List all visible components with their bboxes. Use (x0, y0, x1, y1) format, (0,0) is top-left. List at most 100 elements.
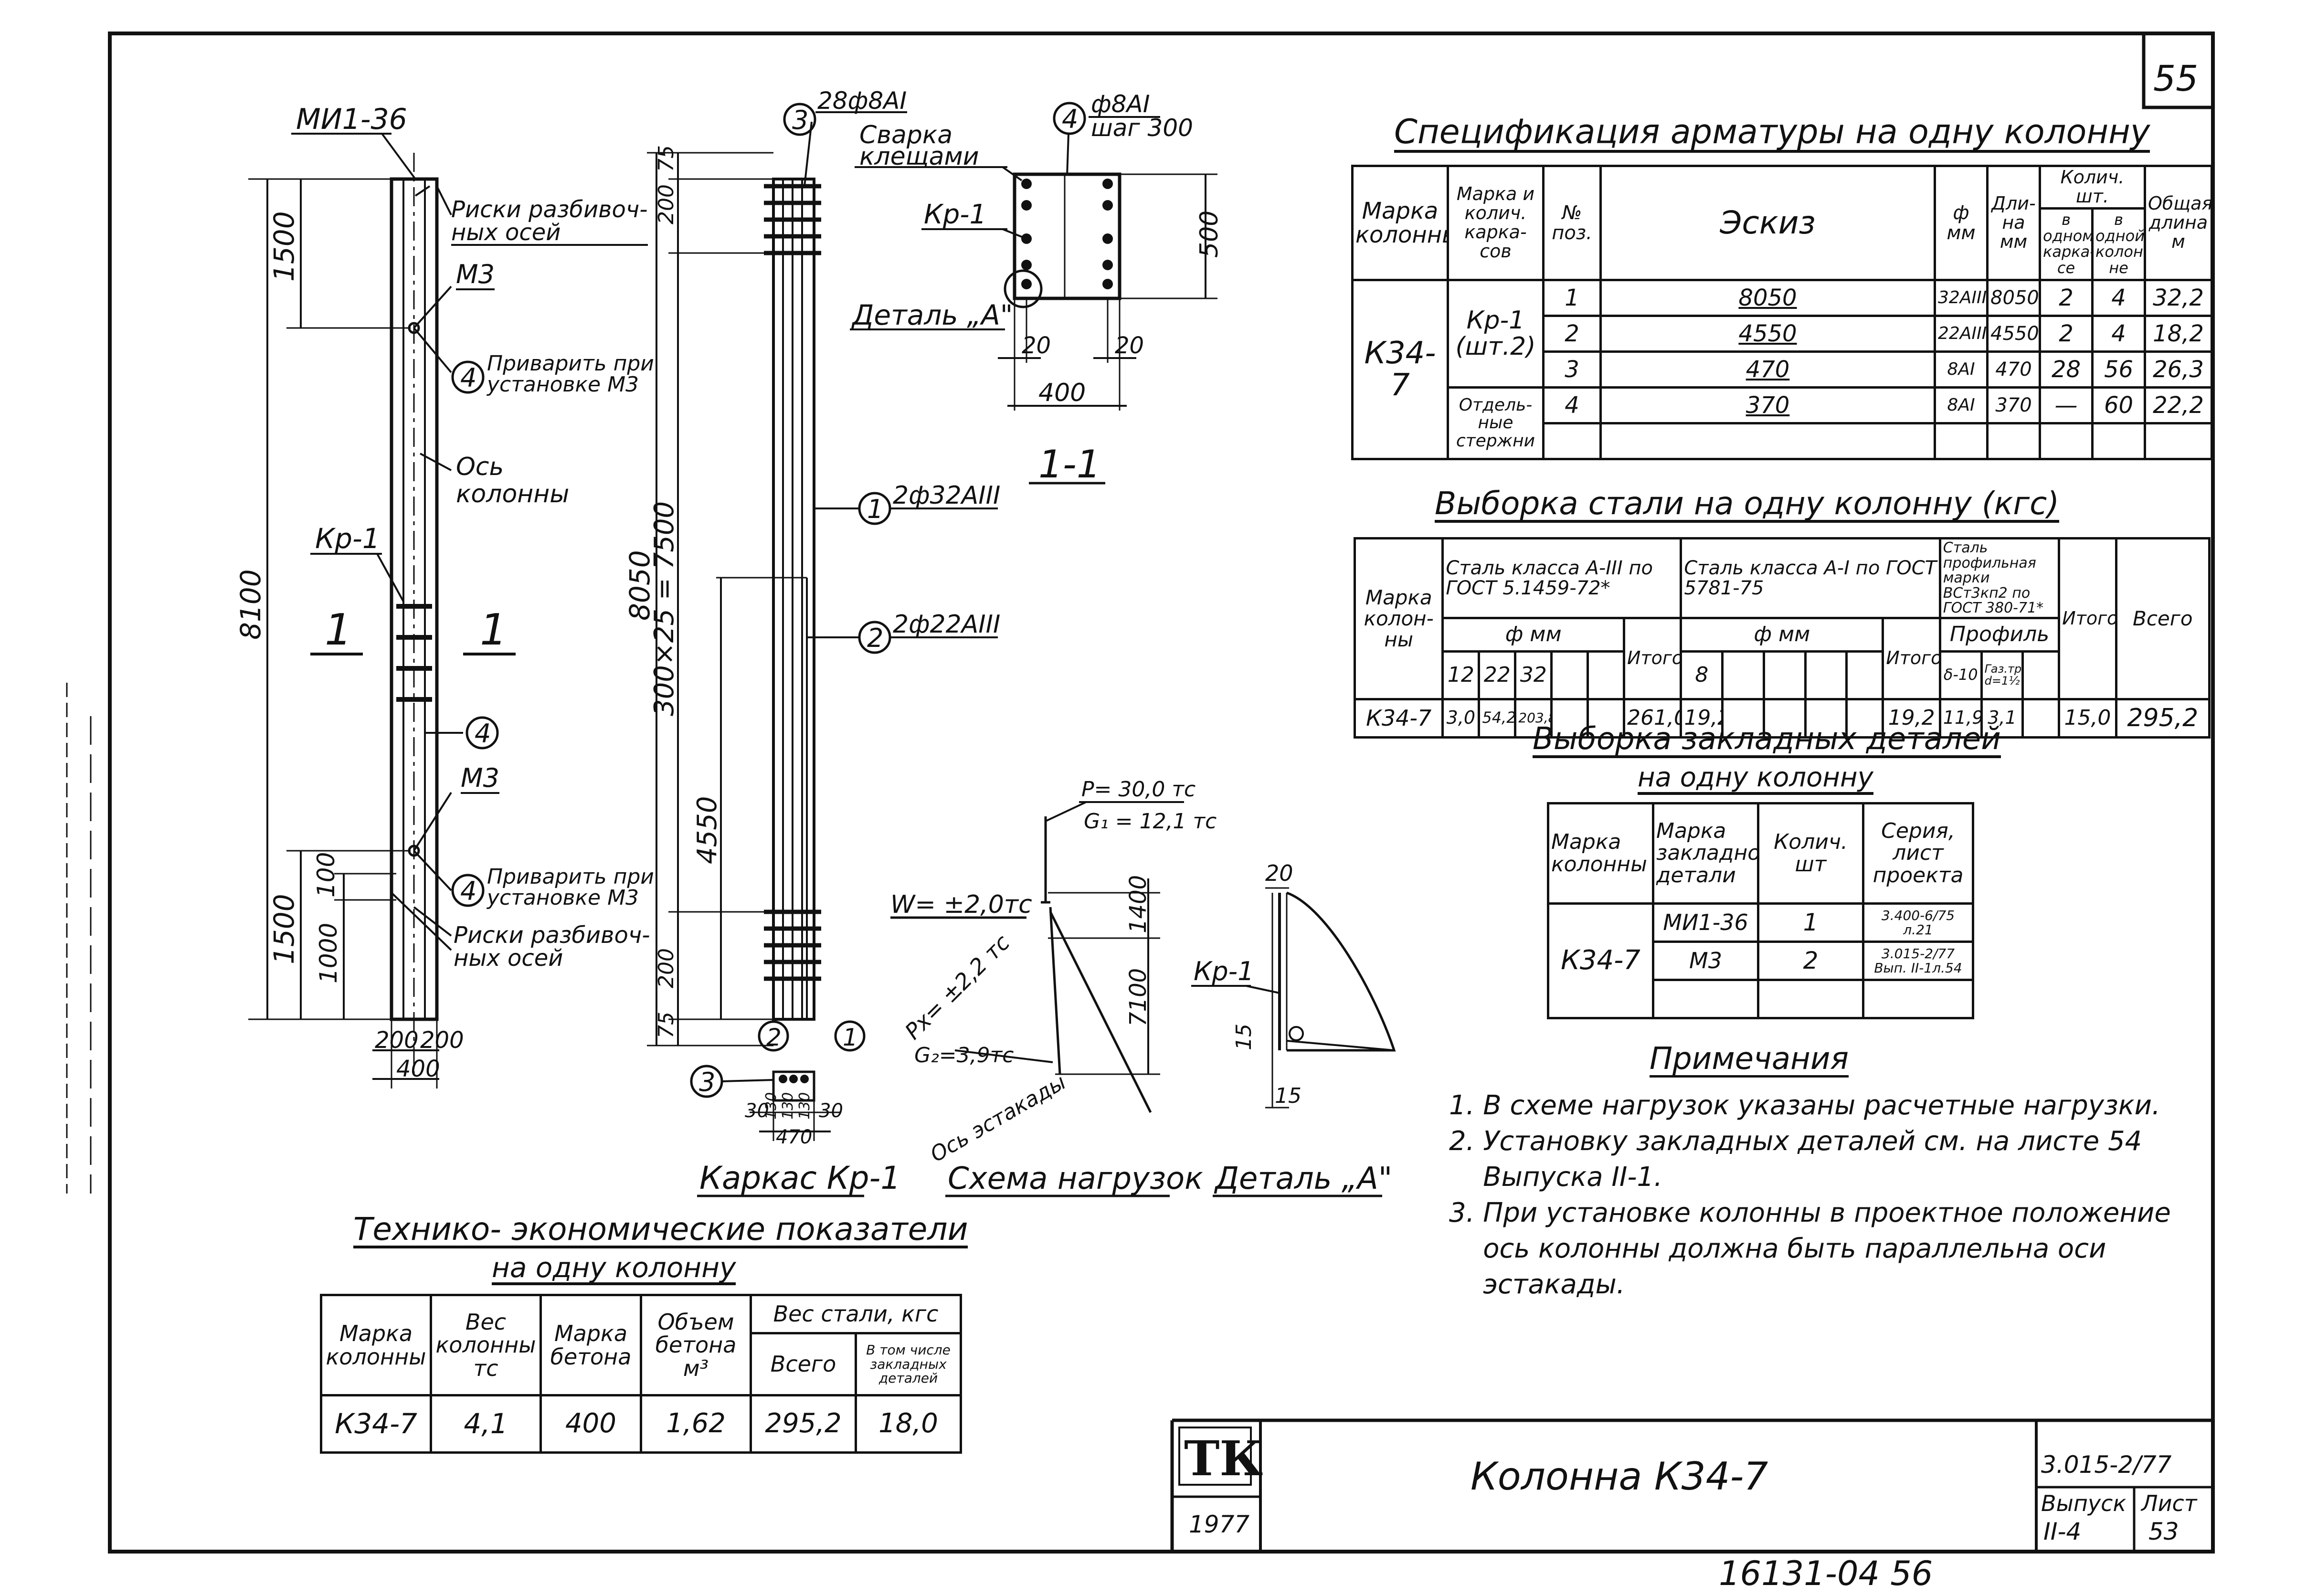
risks-bottom-label: Риски разбивоч- ных осей (454, 922, 650, 972)
issue-label: Выпуск (2041, 1490, 2126, 1516)
load-scheme: P= 30,0 тс G₁ = 12,1 тс W= ±2,0тс 1400 7… (890, 777, 1217, 1197)
spec-group-kr1: Кр-1 (шт.2) (1447, 278, 1545, 389)
sheet-value: 53 (2148, 1518, 2179, 1545)
load-axis: Ось эстакады (926, 1070, 1070, 1167)
section-mark-left: 1 (325, 605, 352, 655)
dim-20-left: 20 (1022, 332, 1051, 359)
spec-h-total: Общая длина м (2144, 165, 2213, 281)
svg-text:130: 130 (796, 1092, 813, 1120)
detail-dim-15-bottom: 15 (1275, 1084, 1301, 1108)
steel-table: Марка колон-ны Сталь класса А-III по ГОС… (1353, 537, 2211, 739)
callout-1-section (834, 1020, 866, 1052)
spec-h-len: Дли-на мм (1986, 165, 2041, 281)
spec-h-mark: Марка колонны (1351, 165, 1449, 281)
callout-4-section (1053, 102, 1086, 135)
spec-h-pos: № поз. (1542, 165, 1602, 281)
dim-1000: 1000 (315, 923, 342, 983)
svg-text:4: 4 (460, 363, 476, 393)
mark-mi1-36: МИ1-36 (296, 103, 407, 136)
tech-h-total: Всего (750, 1332, 857, 1396)
steel-h-a3: Сталь класса А-III по ГОСТ 5.1459-72* (1441, 537, 1682, 619)
bar-2-label: 2ф22АIII (893, 610, 1000, 639)
notes-line-3: Выпуска II-1. (1449, 1162, 1662, 1193)
svg-text:470: 470 (776, 1126, 812, 1148)
spec-h-per-frame: в одном карка-се (2039, 207, 2094, 281)
weld-note-top: Приварить при установке М3 (487, 351, 654, 397)
spec-h-qty: Колич. шт. (2039, 165, 2146, 210)
steel-h-a1: Сталь класса А-I по ГОСТ 5781-75 (1680, 537, 1941, 619)
load-p: P= 30,0 тс (1081, 777, 1196, 802)
load-w: W= ±2,0тс (890, 890, 1032, 919)
steel-h-total-prof: Итого (2058, 537, 2117, 700)
svg-text:1: 1 (843, 1024, 858, 1051)
handwritten-bottom: 16131-04 56 (1719, 1554, 1933, 1593)
embedded-title-2: на одну колонну (1638, 763, 1873, 795)
tech-title-2: на одну колонну (492, 1253, 736, 1285)
tech-h-mark: Марка колонны (320, 1294, 432, 1396)
notes-line-4: 3. При установке колонны в проектное пол… (1449, 1197, 2171, 1228)
m3-bottom-label: М3 (461, 764, 499, 794)
spec-table-title: Спецификация арматуры на одну колонну (1394, 114, 2150, 153)
axis-label: Ось колонны (456, 453, 570, 509)
emb-h-part: Марка закладной детали (1652, 802, 1759, 905)
svg-text:3: 3 (699, 1067, 715, 1097)
steel-row-mark: К34-7 (1353, 698, 1444, 739)
dim-200-bottom: 200 (654, 948, 678, 988)
sketch-bar: 4550 (1599, 314, 1936, 353)
dim-1500-bottom: 1500 (268, 894, 300, 964)
detail-a: 20 15 15 Кр-1 Деталь „А" (1191, 860, 1396, 1197)
dim-500: 500 (1195, 211, 1224, 258)
notes-line-6: эстакады. (1449, 1269, 1625, 1300)
callout-3-top (783, 103, 816, 136)
steel-h-mark: Марка колон-ны (1353, 537, 1444, 700)
dim-20-right: 20 (1115, 332, 1144, 359)
dim-7100: 7100 (1125, 968, 1152, 1026)
detail-dim-15-left: 15 (1232, 1024, 1256, 1050)
spec-h-per-column: в одной колон-не (2091, 207, 2146, 281)
svg-text:2: 2 (867, 623, 883, 653)
steel-table-title: Выборка стали на одну колонну (кгс) (1435, 487, 2060, 523)
dim-200-right: 200 (420, 1027, 464, 1054)
tech-title-1: Технико- экономические показатели (353, 1213, 968, 1249)
steel-h-prof: Сталь профильная марки ВСт3кп2 по ГОСТ 3… (1938, 537, 2061, 619)
risks-top-label: Риски разбивоч- ных осей (451, 196, 648, 246)
spec-h-phi: ф мм (1934, 165, 1989, 281)
spec-h-sketch: Эскиз (1599, 165, 1936, 281)
tk-logo: ТК (1184, 1430, 1263, 1487)
sketch-bar: 370 (1599, 386, 1936, 424)
dim-75-top: 75 (654, 145, 678, 172)
sheet-number-box (2142, 33, 2213, 109)
spec-column-mark: К34-7 (1351, 278, 1449, 460)
section-1-1-title: 1-1 (1038, 442, 1101, 486)
callout-1-frame (858, 492, 891, 525)
tech-h-weight: Вес колонны тс (430, 1294, 542, 1396)
steel-h-total-a3: Итого (1623, 616, 1682, 700)
tech-h-steel: Вес стали, кгс (750, 1294, 962, 1334)
m3-top-label: М3 (456, 260, 495, 291)
bar-3-label: 28ф8АI (817, 87, 907, 115)
notes-title: Примечания (1650, 1043, 1849, 1078)
dim-100: 100 (312, 852, 340, 898)
dim-75-bottom: 75 (654, 1012, 678, 1038)
svg-text:1: 1 (867, 494, 883, 524)
steel-h-total-a1: Итого (1882, 616, 1941, 700)
spec-h-frames: Марка и колич. карка-сов (1447, 165, 1545, 281)
emb-h-qty: Колич. шт (1757, 802, 1864, 905)
frame-kr1: 8050 75 200 300×25 = 7500 4550 200 75 3 … (624, 87, 1000, 1197)
binding-stamp (66, 683, 92, 1194)
dim-4550: 4550 (692, 796, 723, 864)
svg-text:30: 30 (745, 1100, 769, 1122)
title-year: 1977 (1189, 1511, 1249, 1538)
svg-text:4: 4 (475, 719, 491, 749)
section-mark-right: 1 (480, 605, 507, 655)
dim-300x25: 300×25 = 7500 (649, 501, 680, 716)
dim-8100: 8100 (234, 569, 267, 640)
notes-line-5: ось колонны должна быть параллельна оси (1449, 1233, 2106, 1264)
sheet-label: Лист (2140, 1490, 2198, 1516)
spec-table: Марка колонны Марка и колич. карка-сов №… (1351, 165, 2213, 460)
kr1-label-detail: Кр-1 (1194, 956, 1254, 986)
